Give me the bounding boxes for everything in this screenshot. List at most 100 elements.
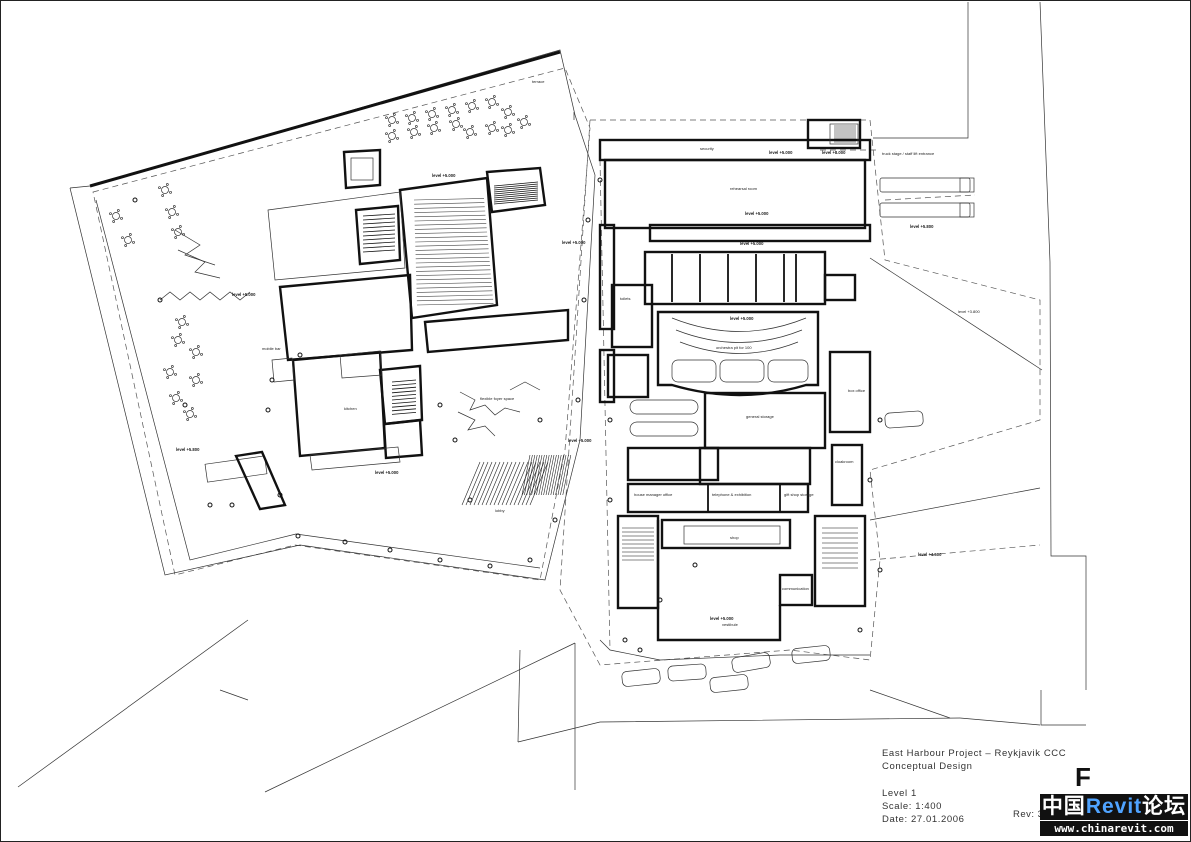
cafe-chair — [128, 233, 132, 236]
cafe-chair — [189, 348, 192, 352]
column — [157, 297, 163, 303]
stair-tread — [493, 193, 539, 199]
cafe-table — [430, 124, 438, 132]
label-communication: communication — [782, 586, 809, 591]
drawing-level: Level 1 — [882, 788, 917, 799]
site-context-lines — [17, 1, 1087, 793]
stair-tread — [362, 225, 396, 229]
cafe-chair — [200, 380, 203, 384]
cafe-chair — [392, 113, 396, 116]
cafe-table — [166, 368, 174, 376]
cafe-chair — [408, 122, 412, 125]
label-level-entry: level +4.500 — [918, 552, 942, 557]
escalator-hatch — [543, 454, 552, 496]
cafe-chair — [178, 326, 182, 329]
project-title: East Harbour Project – Reykjavik CCC — [882, 748, 1067, 759]
cafe-table — [520, 118, 528, 126]
cafe-chair — [200, 352, 203, 356]
cafe-chair — [410, 136, 414, 139]
column — [622, 637, 628, 643]
cafe-chair — [470, 125, 474, 128]
escalator-hatch — [485, 461, 505, 506]
label-telephone: telephone & exhibition — [712, 492, 751, 497]
column — [877, 417, 883, 423]
stair-tread — [362, 217, 396, 221]
cafe-chair — [396, 136, 399, 140]
cafe-chair — [174, 372, 177, 376]
column — [182, 402, 188, 408]
cafe-table — [410, 128, 418, 136]
column — [857, 627, 863, 633]
column — [269, 377, 275, 383]
watermark-brand: 中国Revit论坛 — [1040, 794, 1188, 820]
column — [265, 407, 271, 413]
cafe-chair — [488, 132, 492, 135]
west-stairs — [362, 181, 539, 415]
site-watermark: 中国Revit论坛 www.chinarevit.com — [1040, 794, 1188, 838]
seating-row — [416, 286, 492, 289]
cafe-chair — [492, 95, 496, 98]
cafe-chair — [465, 102, 468, 106]
escalator-hatch — [533, 454, 543, 496]
cafe-chair — [196, 345, 200, 348]
escalator-hatch — [501, 461, 521, 506]
seating-row — [415, 261, 490, 264]
cafe-chair — [171, 336, 174, 340]
seating-row — [416, 277, 492, 281]
seating-row — [415, 235, 488, 239]
cafe-chair — [468, 110, 472, 113]
label-level-west: level +5.000 — [232, 292, 256, 297]
east-stairs — [622, 125, 858, 569]
cafe-chair — [158, 186, 161, 190]
cafe-chair — [180, 398, 183, 402]
cafe-chair — [427, 124, 430, 128]
stair-tread — [391, 383, 417, 386]
escalator-hatch — [505, 461, 525, 506]
cafe-chair — [161, 194, 165, 197]
cafe-chair — [178, 333, 182, 336]
cafe-chair — [186, 322, 189, 326]
plan-labels: terrace level +5.000 level +5.000 level … — [176, 79, 980, 627]
watermark-url: www.chinarevit.com — [1040, 821, 1188, 836]
cafe-chair — [438, 128, 441, 132]
cafe-chair — [182, 315, 186, 318]
seating-row — [414, 219, 486, 222]
label-level-rehearsal: level +5.000 — [745, 211, 769, 216]
column — [657, 597, 663, 603]
cafe-chair — [174, 344, 178, 347]
column — [387, 547, 393, 553]
cafe-chair — [456, 117, 460, 120]
seating-row — [415, 244, 489, 247]
escalator-hatch — [473, 461, 493, 506]
cafe-chair — [460, 124, 463, 128]
label-orchestra-pit: orchestra pit for 100 — [716, 345, 752, 350]
escalator-hatch — [497, 461, 517, 506]
cafe-table — [504, 108, 512, 116]
escalator-hatch — [469, 461, 489, 506]
escalator-hatch — [548, 454, 557, 496]
escalator-hatch — [509, 461, 529, 506]
cafe-chair — [508, 123, 512, 126]
escalator-hatch — [517, 461, 537, 506]
cafe-table — [174, 228, 182, 236]
label-level-dock: level +5.000 — [769, 150, 793, 155]
stair-tread — [362, 237, 396, 241]
stair-tread — [391, 386, 417, 390]
column — [867, 477, 873, 483]
column — [277, 492, 283, 498]
cafe-chair — [388, 140, 392, 143]
cafe-table — [408, 114, 416, 122]
cafe-table — [448, 106, 456, 114]
seating-row — [416, 273, 491, 276]
escalator-hatch — [528, 454, 538, 496]
label-truck-dock: truck stage / staff lift entrance — [882, 151, 935, 156]
stair-tread — [391, 412, 417, 415]
seating-row — [415, 256, 490, 260]
cafe-chair — [385, 132, 388, 136]
cafe-chair — [116, 209, 120, 212]
cafe-chair — [496, 102, 499, 106]
cafe-table — [504, 126, 512, 134]
cafe-chair — [178, 225, 182, 228]
structural-columns — [132, 177, 883, 653]
seating-row — [414, 227, 487, 230]
